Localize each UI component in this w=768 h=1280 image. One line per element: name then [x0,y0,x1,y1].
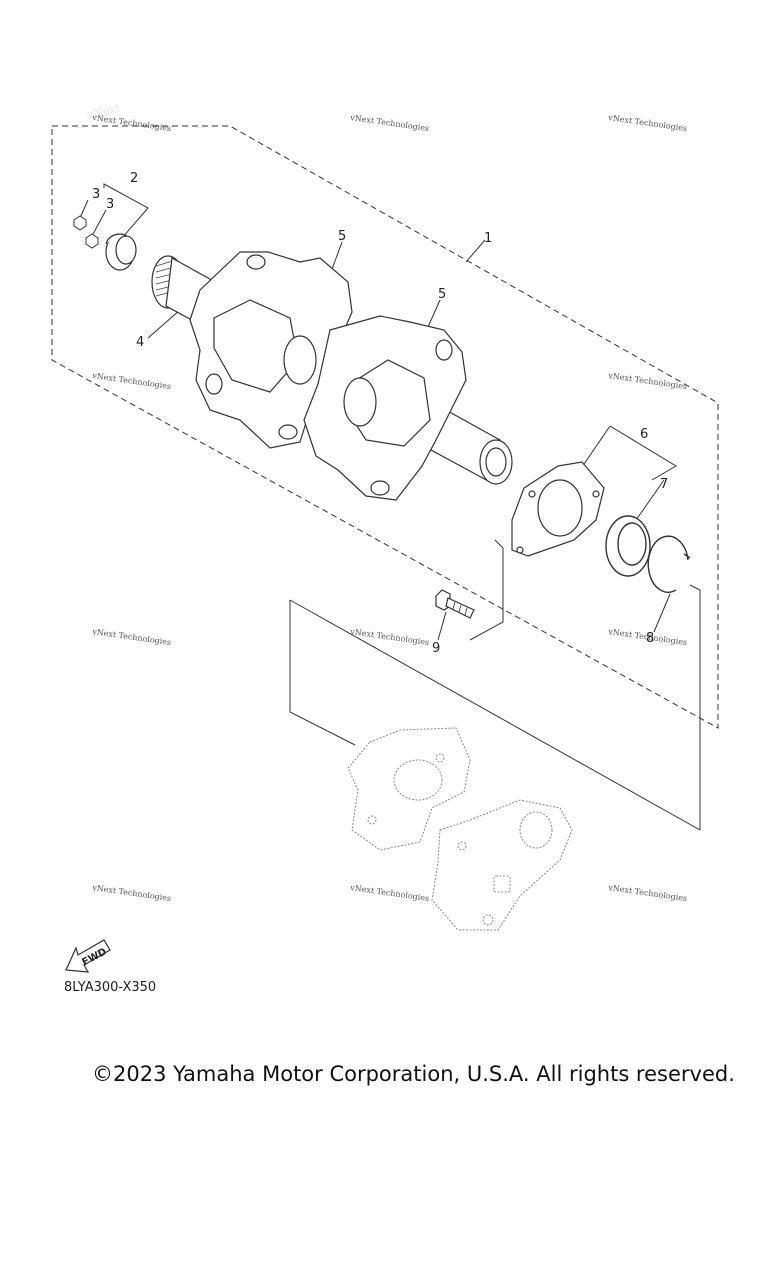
callout-5: 5 [338,229,346,244]
callout-1: 1 [484,231,492,246]
bolt-part-9 [435,589,475,619]
callout-7: 7 [660,477,668,492]
watermark: vNext Technologies [91,371,172,391]
watermark: vNext Technologies [91,627,172,647]
bushing-part-2 [105,233,137,271]
callout-3: 3 [92,187,100,202]
callout-5: 5 [438,287,446,302]
callout-6: 6 [640,427,648,442]
callout-labels: 1 2 3 3 4 5 5 6 7 8 9 [92,171,668,656]
watermark: vNext Technologies [91,883,172,903]
callout-4: 4 [136,335,144,350]
watermark: vNext Technologies [607,371,688,391]
bearing-housing-part-6 [511,461,605,557]
assembly-outline-dashed [51,125,719,729]
fwd-arrow-icon: FWD [65,939,111,973]
leader-lines [79,183,677,641]
callout-9: 9 [432,641,440,656]
reference-bracket-and-caliper [347,727,573,931]
diagram-code: 8LYA300-X350 [64,980,157,995]
seal-part-7 [605,515,651,577]
drive-shaft-assembly-part-4-5 [151,251,513,501]
reference-lines [289,539,701,831]
watermark: vNext Technologies [607,113,688,133]
watermark: vNext Technologies [349,113,430,133]
watermark: vNext Technologies [91,113,172,133]
callout-2: 2 [130,171,138,186]
nut-part-3 [73,215,99,249]
circlip-part-8 [647,535,691,593]
watermark: vNext Technologies [349,627,430,647]
watermark: vNext Technologies [607,883,688,903]
callout-8: 8 [646,631,654,646]
callout-3: 3 [106,197,114,212]
watermark: vNext Technologies [349,883,430,903]
copyright-notice: ©2023 Yamaha Motor Corporation, U.S.A. A… [92,1062,735,1086]
